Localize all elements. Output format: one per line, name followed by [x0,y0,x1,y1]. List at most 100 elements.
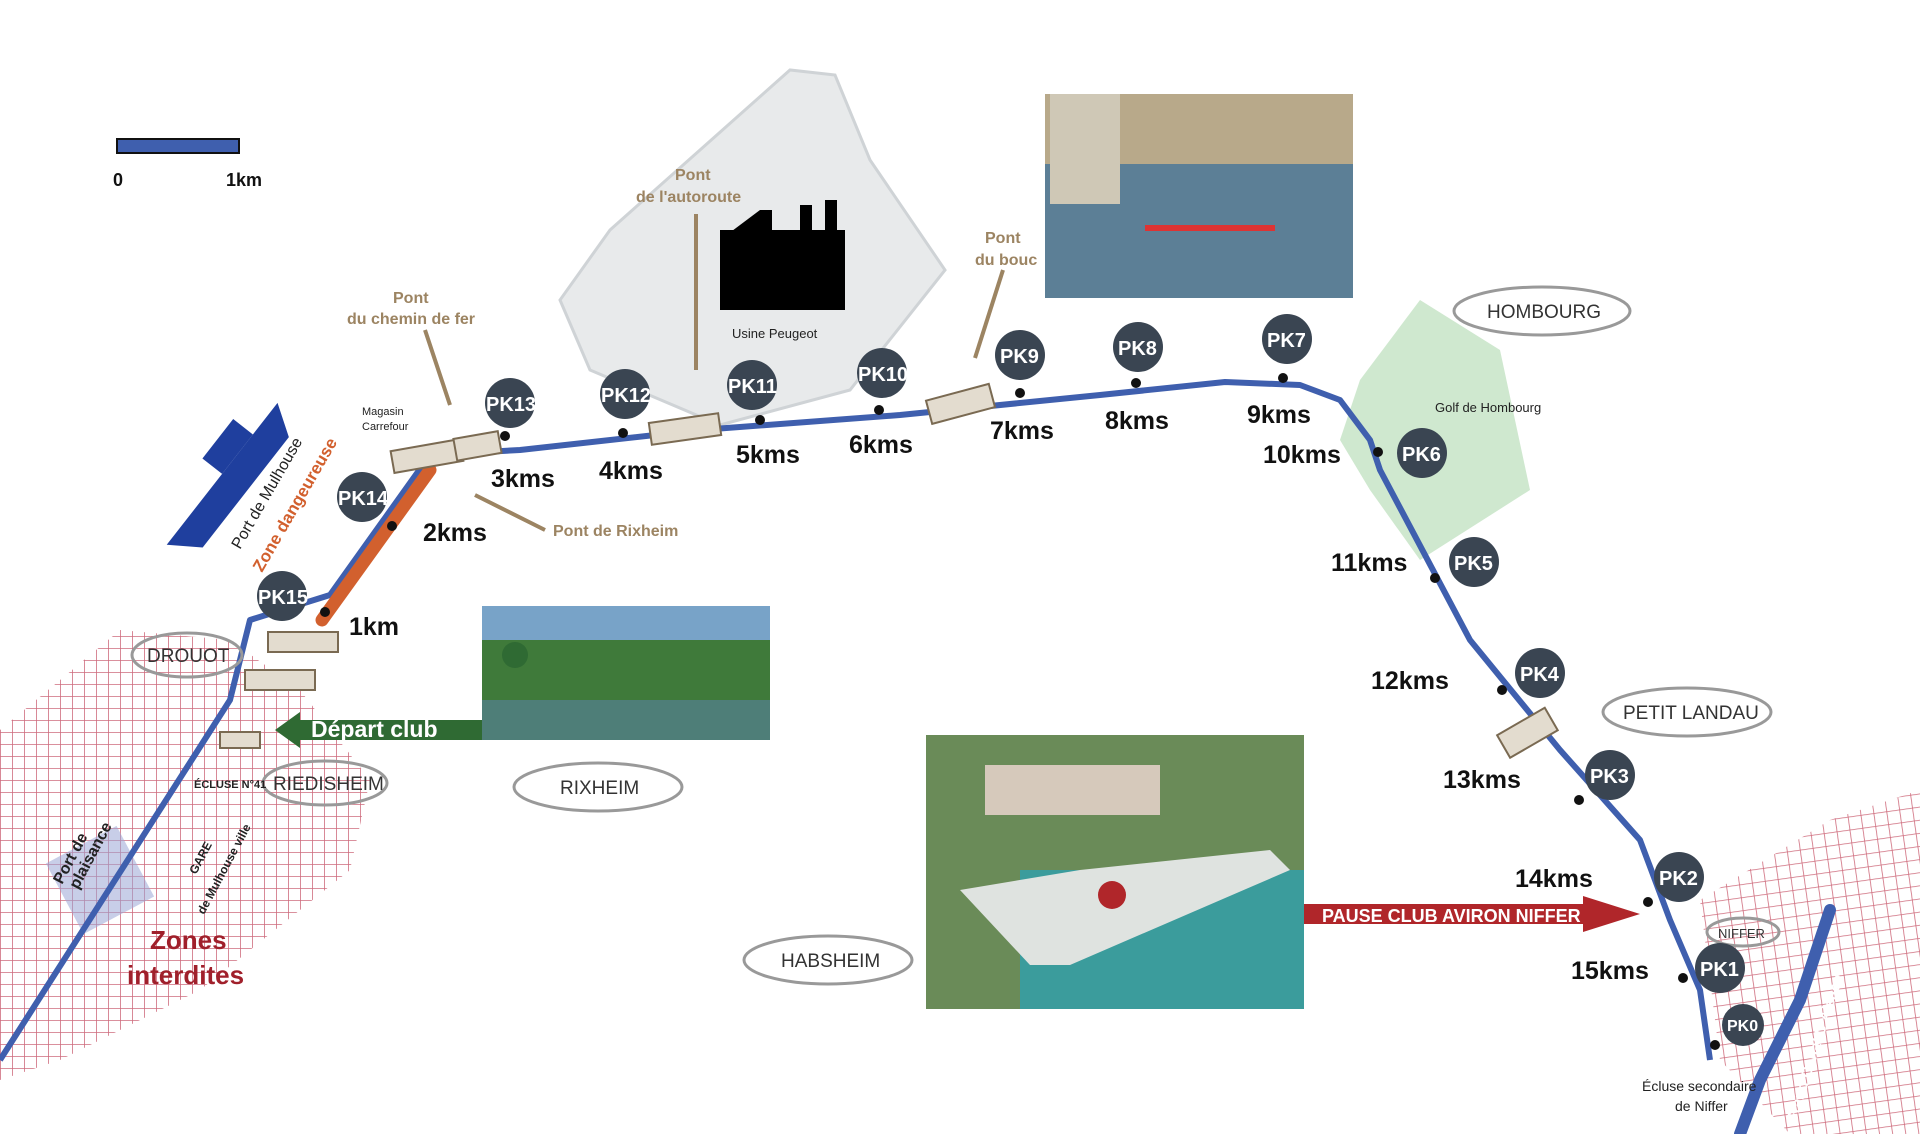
svg-text:Pont: Pont [393,290,429,307]
svg-text:Carrefour: Carrefour [362,421,409,433]
bridge-arrows [423,214,1005,532]
rower-icons [320,373,1720,1050]
golf-label: Golf de Hombourg [1435,400,1541,415]
depart-club-label: Départ club [311,716,438,742]
zones-interdites-label: Zones interdites [127,925,244,990]
svg-text:PK11: PK11 [728,376,777,398]
km-label: 14kms [1515,865,1593,893]
bridge-autoroute-label: Pont de l'autoroute [636,167,741,206]
svg-text:PK15: PK15 [258,587,308,609]
svg-text:Écluse secondaire: Écluse secondaire [1642,1078,1757,1094]
pk-marker: PK8 [1113,322,1163,372]
photo-pontoon-niffer [926,735,1304,1009]
svg-text:PK1: PK1 [1700,959,1739,981]
canal-main [0,379,1713,1062]
depart-club-arrow: Départ club [275,712,482,748]
svg-text:Magasin: Magasin [362,406,404,418]
svg-text:NIFFER: NIFFER [1718,926,1765,941]
svg-text:PK5: PK5 [1454,553,1493,575]
pk-marker: PK1 [1695,943,1745,993]
km-label: 3kms [491,465,555,493]
svg-text:PK0: PK0 [1727,1018,1758,1035]
pk-marker: PK4 [1515,648,1565,698]
km-label: 8kms [1105,407,1169,435]
town-rixheim: RIXHEIM [512,761,684,813]
svg-text:PK2: PK2 [1659,868,1698,890]
svg-text:PETIT LANDAU: PETIT LANDAU [1623,703,1759,724]
svg-text:PK14: PK14 [338,488,389,510]
km-label: 1km [349,613,399,641]
bridge-icons [219,382,1560,760]
golf-area [1340,300,1530,560]
town-drouot: DROUOT [130,631,244,679]
km-label: 5kms [736,441,800,469]
km-label: 6kms [849,431,913,459]
svg-text:interdites: interdites [127,960,244,990]
factory-icon [720,200,845,310]
magasin-label: Magasin Carrefour [362,406,409,433]
bridge-bouc-label: Pont du bouc [975,230,1037,269]
pk-marker: PK5 [1449,537,1499,587]
svg-text:DROUOT: DROUOT [147,646,230,667]
km-label: 11kms [1331,549,1407,577]
ecluse-niffer-label: Écluse secondaire de Niffer [1642,1078,1757,1114]
photo-club-depart [482,606,770,740]
forbidden-zone-mulhouse [0,630,370,1080]
bridge-chemin-de-fer-label: Pont du chemin de fer [347,290,475,328]
svg-text:du chemin de fer: du chemin de fer [347,311,475,328]
port-plaisance-area [45,825,155,935]
pk-marker: PK7 [1262,314,1312,364]
town-petit-landau: PETIT LANDAU [1601,686,1773,738]
svg-text:PK3: PK3 [1590,766,1629,788]
svg-text:HOMBOURG: HOMBOURG [1487,302,1601,323]
km-label: 9kms [1247,401,1311,429]
pk-marker: PK15 [257,571,308,621]
town-niffer: NIFFER [1705,916,1781,948]
svg-text:Zones: Zones [150,925,227,955]
svg-text:PK9: PK9 [1000,346,1039,368]
svg-text:PK7: PK7 [1267,330,1306,352]
pk-marker: PK0 [1722,1004,1764,1046]
ecluse41-label: ÉCLUSE N°41 [194,778,266,791]
svg-text:HABSHEIM: HABSHEIM [781,951,880,972]
svg-text:PK6: PK6 [1402,444,1441,466]
pk-marker: PK13 [485,378,536,428]
pause-club-arrow: PAUSE CLUB AVIRON NIFFER [1304,896,1640,932]
km-label: 12kms [1371,667,1449,695]
pause-club-label: PAUSE CLUB AVIRON NIFFER [1322,906,1581,926]
km-label: 7kms [990,417,1054,445]
pk-marker: PK6 [1397,428,1447,478]
bridge-rixheim-label: Pont de Rixheim [553,523,678,540]
svg-text:Pont: Pont [675,167,711,184]
pk-marker: PK3 [1585,750,1635,800]
svg-text:Pont: Pont [985,230,1021,247]
svg-text:PK10: PK10 [858,364,908,386]
scale-bar: 0 1km [113,138,262,190]
scale-end: 1km [226,170,262,190]
svg-text:PK12: PK12 [601,385,651,407]
pk-marker: PK2 [1654,852,1704,902]
town-habsheim: HABSHEIM [742,934,914,986]
svg-text:RIEDISHEIM: RIEDISHEIM [273,774,384,795]
usine-label: Usine Peugeot [732,326,818,341]
svg-text:RIXHEIM: RIXHEIM [560,778,639,799]
pk-marker: PK14 [337,472,389,522]
svg-text:PK8: PK8 [1118,338,1157,360]
pk-marker: PK12 [600,369,651,419]
photo-bridge-rowers [1045,94,1353,298]
town-riedisheim: RIEDISHEIM [261,759,389,807]
danger-segment [315,463,437,627]
pk-marker: PK11 [727,360,777,410]
pk-marker: PK9 [995,330,1045,380]
km-label: 10kms [1263,441,1341,469]
boat-icon [166,402,289,548]
svg-text:PK4: PK4 [1520,664,1560,686]
km-label: 4kms [599,457,663,485]
town-hombourg: HOMBOURG [1452,285,1632,337]
svg-text:PK13: PK13 [486,394,536,416]
svg-text:de l'autoroute: de l'autoroute [636,189,741,206]
km-label: 2kms [423,519,487,547]
svg-text:de Niffer: de Niffer [1675,1098,1728,1114]
km-label: 15kms [1571,957,1649,985]
